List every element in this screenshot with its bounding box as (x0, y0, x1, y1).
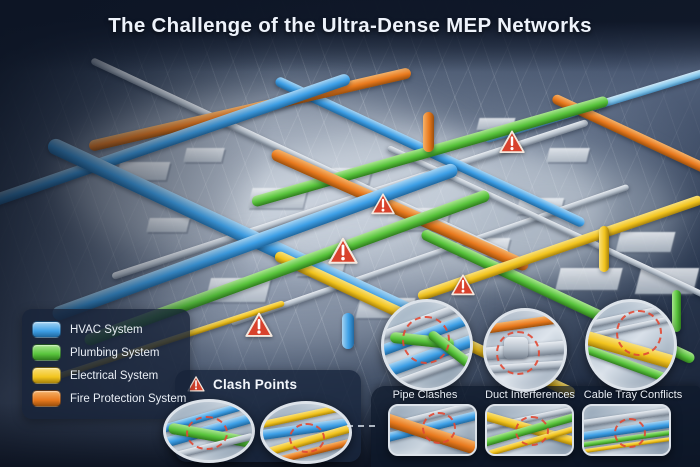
clash-highlight-circle (186, 416, 228, 450)
clash-warning-icon (245, 312, 273, 338)
electrical-color-swatch (32, 367, 61, 384)
clash-points-title: Clash Points (213, 376, 298, 392)
callout-label-cable-tray-conflicts: Cable Tray Conflicts (583, 389, 683, 401)
clash-highlight-circle (616, 310, 662, 356)
duct-interferences-inset (483, 308, 567, 392)
legend-item-hvac: HVAC System (32, 318, 180, 341)
legend-item-fire: Fire Protection System (32, 387, 186, 410)
callout-label-duct-interferences: Duct Interferences (485, 389, 575, 401)
legend-item-electrical: Electrical System (32, 364, 180, 387)
pipe-clashes-inset (381, 299, 473, 391)
page-title: The Challenge of the Ultra-Dense MEP Net… (108, 14, 592, 37)
vignette (0, 0, 700, 72)
clash-points-header: Clash Points (175, 370, 361, 392)
clash-highlight-circle (515, 416, 549, 446)
callout-label-pipe-clashes: Pipe Clashes (392, 389, 458, 401)
clash-highlight-circle (496, 331, 540, 375)
clash-inset-2 (260, 401, 352, 464)
cable-tray-conflicts-thumb (582, 404, 671, 456)
clash-warning-icon (328, 237, 358, 265)
clash-highlight-circle (422, 412, 456, 444)
duct-interferences-thumb (485, 404, 574, 456)
dashed-connector (347, 425, 375, 427)
legend-label: HVAC System (70, 323, 143, 336)
warning-triangle-icon (187, 376, 205, 392)
hvac-color-swatch (32, 321, 61, 338)
clash-highlight-circle (614, 418, 646, 448)
fire-color-swatch (32, 390, 61, 407)
legend-panel: HVAC System Plumbing System Electrical S… (22, 309, 190, 419)
pipe-clashes-thumb (388, 404, 477, 456)
legend-label: Electrical System (70, 369, 159, 382)
clash-highlight-circle (402, 316, 450, 364)
clash-warning-icon (499, 130, 525, 154)
legend-item-plumbing: Plumbing System (32, 341, 180, 364)
clash-warning-icon (451, 274, 475, 296)
cable-tray-conflicts-inset (585, 299, 677, 391)
clash-inset-1 (163, 399, 255, 463)
legend-label: Plumbing System (70, 346, 160, 359)
plumbing-color-swatch (32, 344, 61, 361)
legend-label: Fire Protection System (70, 392, 187, 405)
clash-warning-icon (371, 193, 395, 215)
clash-highlight-circle (289, 423, 325, 453)
